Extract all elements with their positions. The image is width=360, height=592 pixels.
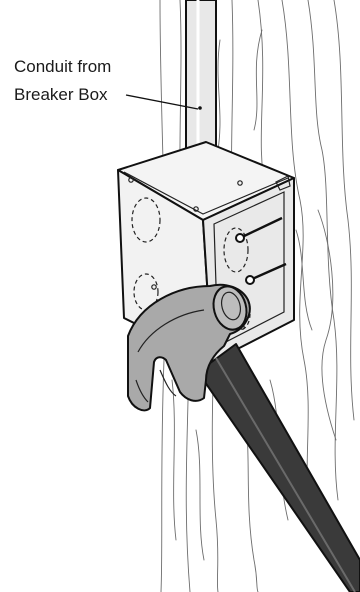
callout-label-line1: Conduit from: [14, 57, 111, 76]
callout-label-line2: Breaker Box: [14, 85, 108, 104]
